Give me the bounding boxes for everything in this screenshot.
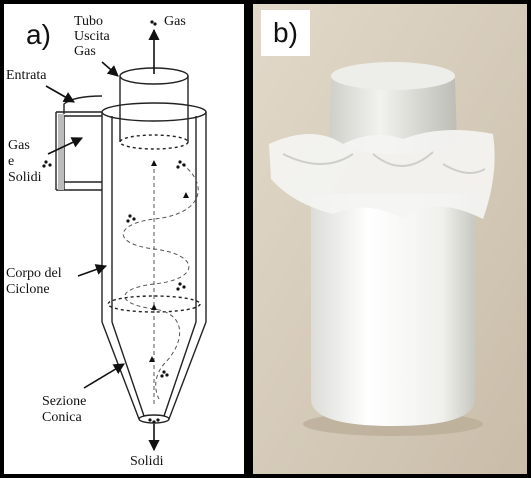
label-solidi-out: Solidi (130, 454, 164, 469)
cyclone-schematic (42, 20, 207, 452)
jar-cap (329, 66, 457, 154)
label-gas-in: Gas (8, 138, 30, 153)
label-solidi-in: Solidi (8, 170, 42, 185)
cyclone-top-rim (101, 102, 207, 122)
label-e: e (8, 154, 15, 169)
label-gas-tube: Gas (74, 44, 96, 59)
panel-a-tag: a) (18, 16, 59, 54)
label-sezione: Sezione (42, 394, 87, 409)
label-corpo: Corpo del (6, 266, 62, 281)
plastic-film (269, 130, 495, 219)
panel-b-tag: b) (261, 10, 310, 56)
label-tubo: Tubo (74, 14, 104, 29)
jar-photo-panel: b) (253, 4, 527, 474)
label-uscita: Uscita (74, 29, 110, 44)
jar-body (311, 194, 475, 426)
jar-photo (253, 4, 527, 474)
label-gas-out: Gas (164, 14, 186, 29)
cyclone-diagram-panel: a) Tubo Uscita Gas Gas Entrata Gas e Sol… (4, 4, 244, 474)
label-entrata: Entrata (6, 68, 47, 83)
label-ciclone: Ciclone (6, 282, 50, 297)
label-conica: Conica (42, 410, 82, 425)
